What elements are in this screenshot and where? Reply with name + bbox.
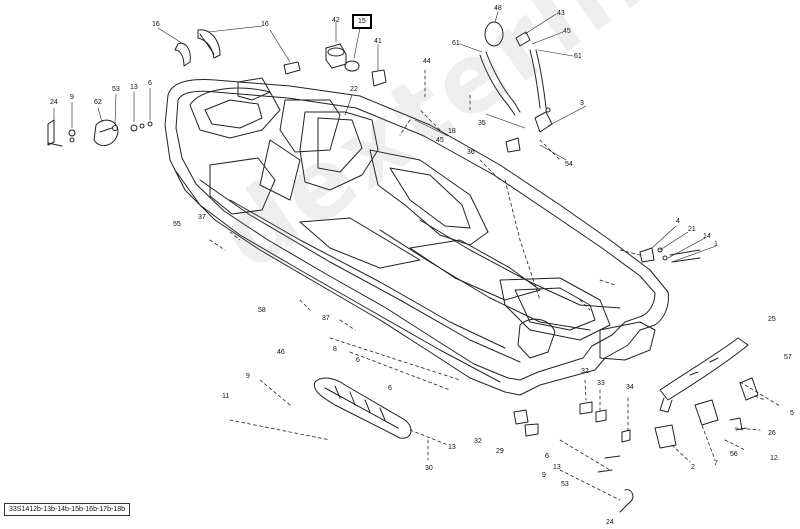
callout-label: 16 [152,21,160,28]
callout-label: 1 [714,241,718,248]
callout-label: 3 [580,100,584,107]
callout-label: 16 [261,21,269,28]
callout-label: 9 [542,472,546,479]
callout-label: 30 [425,465,433,472]
callout-label: 13 [448,444,456,451]
callout-label: 4 [676,218,680,225]
callout-label: 6 [388,385,392,392]
callout-label: 11 [222,393,230,400]
callout-label: 26 [768,430,776,437]
callout-label: 7 [714,460,718,467]
callout-label: 48 [494,5,502,12]
callout-label: 53 [112,86,120,93]
callout-label: 13 [553,464,561,471]
callout-label: 13 [130,84,138,91]
diagram-id-label: 33S1412b-13b-14b-15b-16b-17b-18b [4,503,130,516]
callout-label: 32 [581,368,589,375]
callout-label-highlighted: 15 [352,14,372,29]
boarding-handle [659,337,749,413]
fuel-filler-parts [325,21,553,153]
callout-label: 45 [436,137,444,144]
callout-label: 2 [691,464,695,471]
rear-parts [654,377,759,449]
callout-label: 29 [496,448,504,455]
callout-label: 61 [574,53,582,60]
callout-label: 37 [198,214,206,221]
callout-label: 14 [703,233,711,240]
callout-label: 5 [790,410,794,417]
callout-label: 62 [94,99,102,106]
callout-label: 6 [356,357,360,364]
callout-label: 55 [173,221,181,228]
callout-label: 24 [606,519,614,526]
callout-label: 36 [467,149,475,156]
left-hardware [47,119,153,147]
callout-label: 35 [478,120,486,127]
hull [164,77,669,396]
callout-label: 12 [770,455,778,462]
callout-label: 9 [246,373,250,380]
callout-label: 25 [768,316,776,323]
callout-label: 44 [423,58,431,65]
callout-label: 24 [50,99,58,106]
callout-label: 56 [730,451,738,458]
callout-label: 43 [557,10,565,17]
callout-label: 54 [565,161,573,168]
grab-handles [174,29,301,75]
callout-label: 61 [452,40,460,47]
callout-label: 21 [688,226,696,233]
callout-label: 34 [626,384,634,391]
callout-label: 42 [332,17,340,24]
callout-label: 37 [322,315,330,322]
callout-label: 9 [70,94,74,101]
callout-label: 53 [561,481,569,488]
callout-label: 41 [374,38,382,45]
drain-plugs [513,401,634,513]
callout-label: 6 [545,453,549,460]
callout-label: 6 [148,80,152,87]
callout-label: 57 [784,354,792,361]
callout-label: 8 [333,346,337,353]
callout-label: 32 [474,438,482,445]
callout-label: 45 [563,28,571,35]
callout-label: 33 [597,380,605,387]
sponson [313,377,412,439]
callout-label: 18 [448,128,456,135]
callout-label: 22 [350,86,358,93]
callout-label: 58 [258,307,266,314]
callout-label: 46 [277,349,285,356]
